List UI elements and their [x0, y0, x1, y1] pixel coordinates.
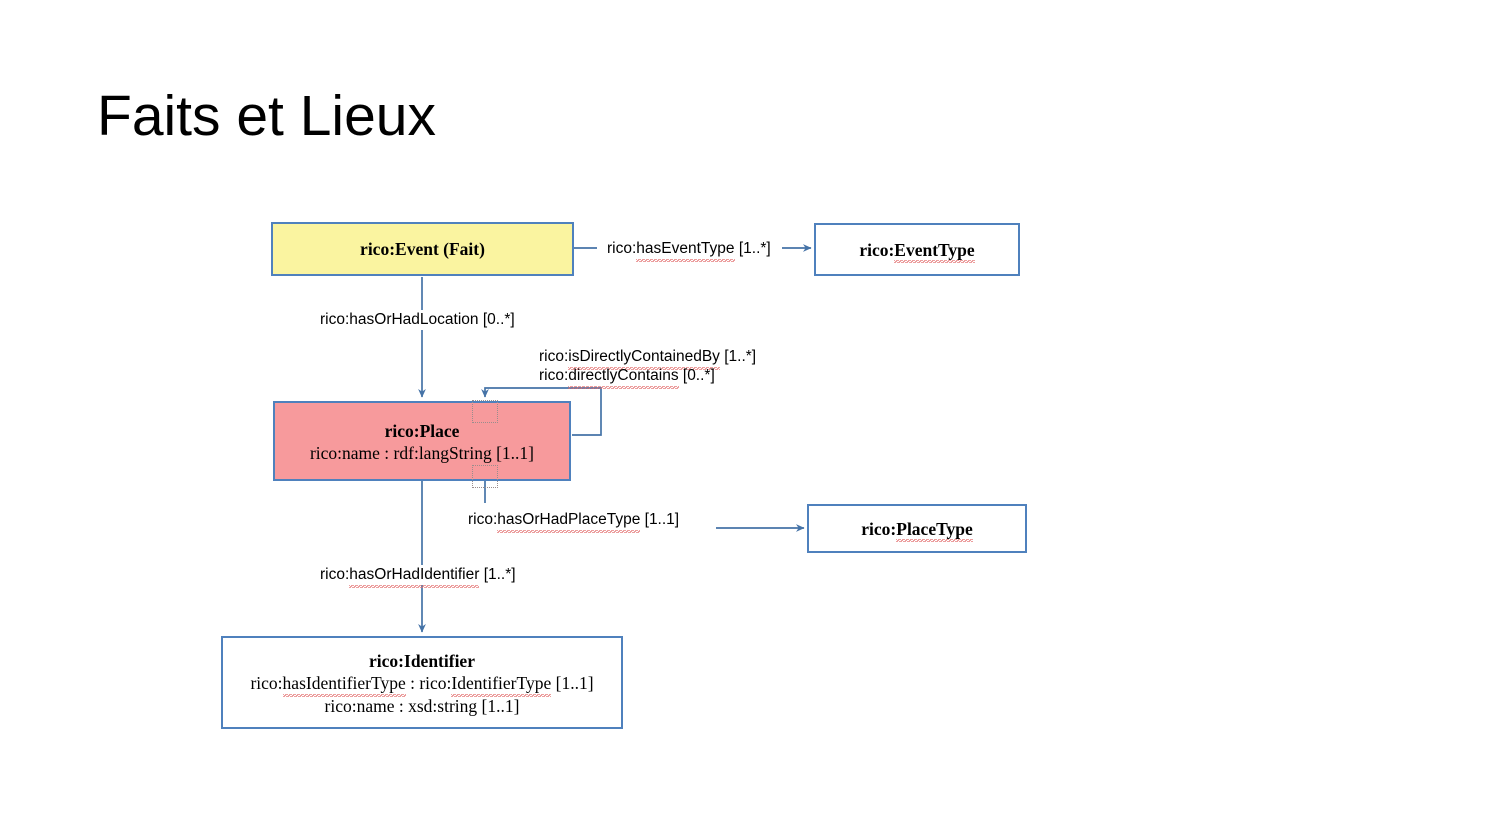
has-or-had-identifier-cardinality: [1..*] [479, 566, 516, 583]
is-directly-contained-by-cardinality: [1..*] [719, 348, 757, 365]
directly-contains-prefix: rico: [539, 367, 569, 384]
is-directly-contained-by-prefix: rico: [539, 348, 569, 365]
directly-contains-misspelled: directlyContains [568, 367, 679, 389]
edge-label-is-directly-contained-by: rico:isDirectlyContainedBy [1..*] [536, 347, 759, 370]
edge-label-has-event-type: rico:hasEventType [1..*] [604, 239, 774, 262]
identifier-attr1-cardinality: [1..1] [551, 673, 594, 693]
eventtype-title-misspelled: EventType [894, 239, 976, 263]
class-box-place-title: rico:Place [384, 420, 460, 441]
directly-contains-cardinality: [0..*] [678, 367, 715, 384]
is-directly-contained-by-misspelled: isDirectlyContainedBy [568, 348, 720, 370]
has-event-type-cardinality: [1..*] [734, 240, 771, 257]
page-title: Faits et Lieux [97, 84, 436, 148]
eventtype-title-prefix: rico: [859, 239, 895, 260]
class-box-event-title: rico:Event (Fait) [360, 239, 485, 259]
has-or-had-place-type-cardinality: [1..1] [640, 511, 680, 528]
has-or-had-place-type-misspelled: hasOrHadPlaceType [497, 511, 641, 533]
identifier-attr1-prefix: rico: [250, 673, 283, 693]
has-or-had-place-type-prefix: rico: [468, 511, 498, 528]
edge-label-directly-contains: rico:directlyContains [0..*] [536, 366, 718, 389]
class-box-place[interactable]: rico:Place rico:name : rdf:langString [1… [273, 401, 571, 481]
edge-label-has-or-had-identifier: rico:hasOrHadIdentifier [1..*] [317, 565, 519, 588]
identifier-attr1-misspelled-b: IdentifierType [451, 673, 552, 696]
class-box-identifier-attribute-type: rico:hasIdentifierType : rico:Identifier… [250, 672, 594, 696]
class-box-eventtype-title: rico:EventType [859, 239, 976, 263]
class-box-placetype[interactable]: rico:PlaceType [807, 504, 1027, 553]
has-event-type-misspelled: hasEventType [636, 240, 735, 262]
edge-label-has-or-had-location: rico:hasOrHadLocation [0..*] [317, 310, 518, 330]
connection-handle-bottom-icon[interactable] [472, 465, 498, 488]
class-box-identifier-title: rico:Identifier [369, 651, 475, 671]
has-or-had-identifier-prefix: rico: [320, 566, 350, 583]
identifier-attr1-separator: : rico: [405, 673, 452, 693]
placetype-title-prefix: rico: [861, 518, 897, 539]
class-box-identifier-attribute-name: rico:name : xsd:string [1..1] [324, 695, 520, 716]
placetype-title-misspelled: PlaceType [896, 518, 974, 542]
class-box-placetype-title: rico:PlaceType [861, 518, 974, 542]
class-box-eventtype[interactable]: rico:EventType [814, 223, 1020, 276]
has-event-type-prefix: rico: [607, 240, 637, 257]
connection-handle-top-icon[interactable] [472, 400, 498, 423]
edge-label-has-or-had-place-type: rico:hasOrHadPlaceType [1..1] [465, 510, 683, 533]
has-or-had-identifier-misspelled: hasOrHadIdentifier [349, 566, 480, 588]
class-box-place-attribute-name: rico:name : rdf:langString [1..1] [309, 442, 535, 463]
class-box-identifier[interactable]: rico:Identifier rico:hasIdentifierType :… [221, 636, 623, 729]
identifier-attr1-misspelled-a: hasIdentifierType [282, 673, 406, 696]
class-box-event[interactable]: rico:Event (Fait) [271, 222, 574, 276]
